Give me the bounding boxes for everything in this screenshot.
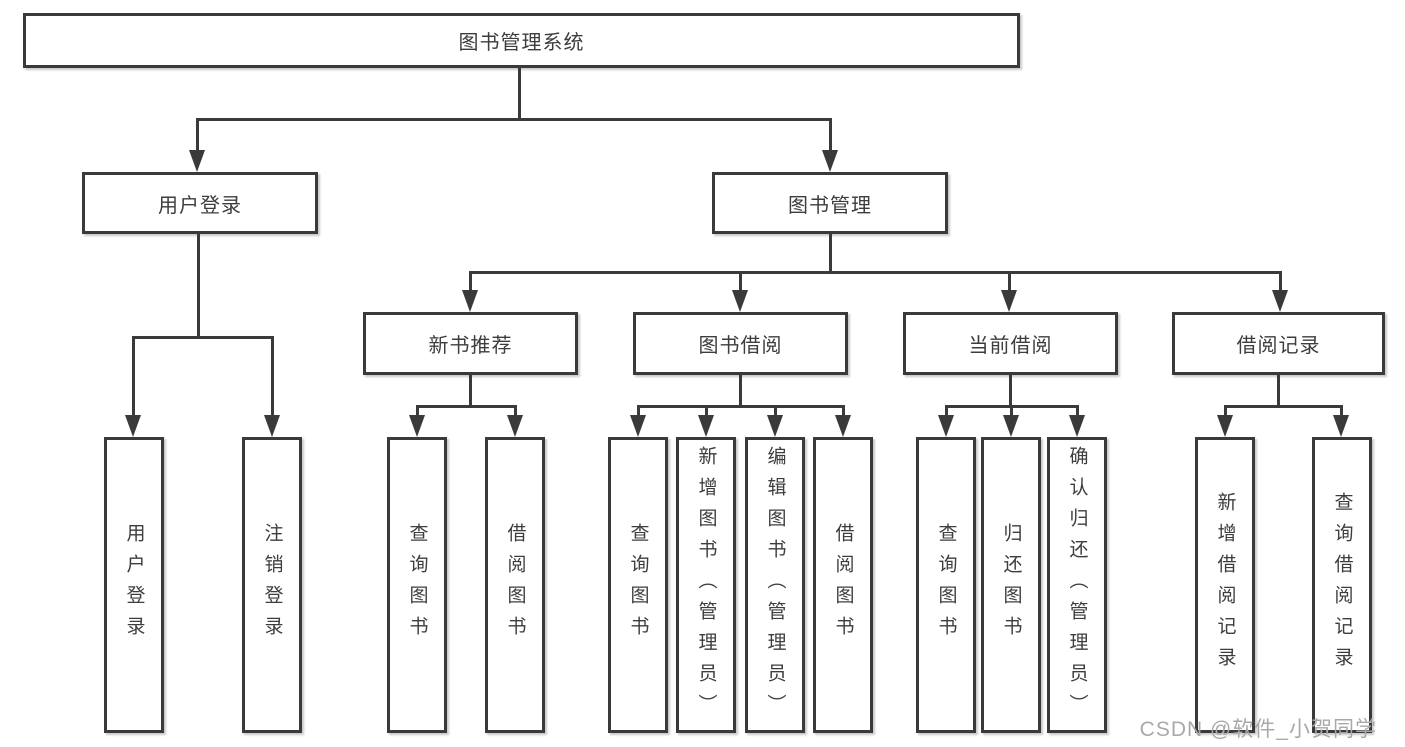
connector-drop [514, 405, 517, 417]
leaf-label: 确认归还（管理员） [1066, 445, 1088, 725]
node-new-book-recommend: 新书推荐 [363, 312, 578, 375]
node-user-login-label: 用户登录 [158, 194, 242, 217]
node-root: 图书管理系统 [23, 13, 1020, 68]
node-book-borrow: 图书借阅 [633, 312, 848, 375]
connector-to-book-management [829, 118, 832, 152]
connector-to-borrow-records [1279, 271, 1282, 292]
connector-root-stem [518, 68, 521, 118]
connector-new-book-split [416, 405, 517, 408]
leaf-label: 查询图书 [627, 523, 649, 647]
connector-book-management-stem [829, 234, 832, 272]
connector-to-new-book [469, 271, 472, 292]
leaf-label: 查询借阅记录 [1331, 492, 1353, 678]
leaf-label: 用户登录 [123, 523, 145, 647]
connector-book-borrow-stem [739, 375, 742, 406]
arrowhead-leaf-logout [264, 415, 280, 437]
arrowhead-borrow-records [1272, 290, 1288, 312]
node-leaf-user-login: 用户登录 [104, 437, 164, 733]
arrowhead-leaf [938, 415, 954, 437]
node-new-book-recommend-label: 新书推荐 [428, 335, 513, 357]
leaf-label: 归还图书 [1000, 523, 1022, 647]
connector-drop [705, 405, 708, 417]
connector-drop [842, 405, 845, 417]
leaf-label: 新增图书（管理员） [695, 445, 717, 725]
connector-drop [1010, 405, 1013, 417]
leaf-label: 借阅图书 [832, 523, 854, 647]
connector-borrow-records-split [1224, 405, 1343, 408]
node-leaf-edit-books-admin: 编辑图书（管理员） [745, 437, 805, 733]
arrowhead-leaf [1333, 415, 1349, 437]
leaf-label: 查询图书 [406, 523, 428, 647]
arrowhead-new-book [462, 290, 478, 312]
connector-to-user-login [196, 118, 199, 152]
arrowhead-book-borrow [732, 290, 748, 312]
connector-drop [945, 405, 948, 417]
connector-drop [1224, 405, 1227, 417]
connector-user-login-split [132, 336, 274, 339]
leaf-label: 查询图书 [935, 523, 957, 647]
node-user-login: 用户登录 [82, 172, 318, 234]
arrowhead-leaf-login [125, 415, 141, 437]
node-book-borrow-label: 图书借阅 [698, 335, 783, 357]
connector-to-leaf-login [132, 336, 135, 417]
connector-drop [1076, 405, 1079, 417]
connector-user-login-stem [197, 234, 200, 336]
leaf-label: 新增借阅记录 [1214, 492, 1236, 678]
arrowhead-leaf [698, 415, 714, 437]
node-root-label: 图书管理系统 [458, 32, 585, 54]
arrowhead-leaf [767, 415, 783, 437]
arrowhead-leaf [1003, 415, 1019, 437]
connector-new-book-stem [469, 375, 472, 406]
connector-to-current-borrow [1008, 271, 1011, 292]
arrowhead-user-login [189, 150, 205, 172]
csdn-watermark: CSDN @软件_小贺同学 [1139, 718, 1377, 741]
node-current-borrow: 当前借阅 [903, 312, 1118, 375]
node-leaf-query-borrow-record: 查询借阅记录 [1312, 437, 1372, 733]
connector-drop [774, 405, 777, 417]
node-leaf-add-borrow-record: 新增借阅记录 [1195, 437, 1255, 733]
arrowhead-book-management [822, 150, 838, 172]
node-leaf-confirm-return-admin: 确认归还（管理员） [1047, 437, 1107, 733]
arrowhead-leaf [507, 415, 523, 437]
connector-drop [637, 405, 640, 417]
node-leaf-return-books: 归还图书 [981, 437, 1041, 733]
arrowhead-leaf [409, 415, 425, 437]
node-leaf-borrow-books: 借阅图书 [813, 437, 873, 733]
arrowhead-leaf [835, 415, 851, 437]
node-leaf-logout: 注销登录 [242, 437, 302, 733]
node-borrow-records-label: 借阅记录 [1236, 335, 1321, 357]
node-leaf-query-books-current: 查询图书 [916, 437, 976, 733]
node-leaf-add-books-admin: 新增图书（管理员） [676, 437, 736, 733]
connector-to-book-borrow [739, 271, 742, 292]
leaf-label: 借阅图书 [504, 523, 526, 647]
connector-root-split [196, 118, 832, 121]
node-book-management-label: 图书管理 [788, 194, 872, 217]
connector-drop [1340, 405, 1343, 417]
connector-modules-split [469, 271, 1282, 274]
connector-book-borrow-split [637, 405, 845, 408]
node-leaf-query-books-borrow: 查询图书 [608, 437, 668, 733]
node-leaf-query-books-recommend: 查询图书 [387, 437, 447, 733]
arrowhead-leaf [630, 415, 646, 437]
connector-to-leaf-logout [271, 336, 274, 417]
node-borrow-records: 借阅记录 [1172, 312, 1385, 375]
leaf-label: 编辑图书（管理员） [764, 445, 786, 725]
arrowhead-leaf [1069, 415, 1085, 437]
node-book-management: 图书管理 [712, 172, 948, 234]
arrowhead-current-borrow [1001, 290, 1017, 312]
leaf-label: 注销登录 [261, 523, 283, 647]
connector-borrow-records-stem [1277, 375, 1280, 406]
node-leaf-borrow-books-recommend: 借阅图书 [485, 437, 545, 733]
arrowhead-leaf [1217, 415, 1233, 437]
connector-drop [416, 405, 419, 417]
connector-current-borrow-stem [1009, 375, 1012, 406]
node-current-borrow-label: 当前借阅 [968, 335, 1053, 357]
